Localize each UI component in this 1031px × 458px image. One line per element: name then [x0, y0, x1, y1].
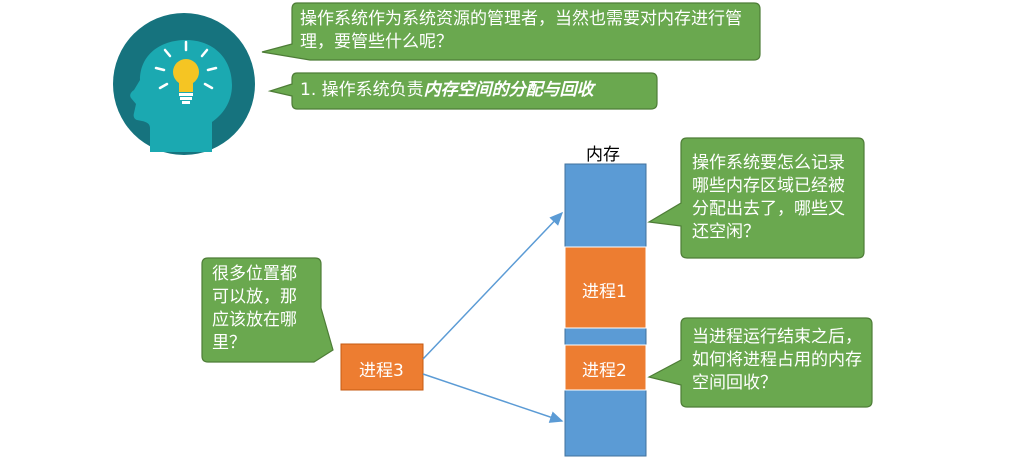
reclaim-text: 当进程运行结束之后，如何将进程占用的内存空间回收？: [692, 327, 862, 393]
point1-emphasis: 内存空间的分配与回收: [423, 80, 594, 100]
process2-label: 进程2: [582, 361, 627, 381]
where-text: 很多位置都可以放，那应该放在哪里？: [212, 264, 297, 353]
lightbulb-head-icon: [113, 13, 255, 155]
process3-label: 进程3: [359, 361, 404, 381]
where-bubble: [201, 257, 334, 363]
question-text: 操作系统作为系统资源的管理者，当然也需要对内存进行管理，要管些什么呢？: [300, 9, 742, 52]
memory-title: 内存: [586, 145, 620, 165]
point1-bubble: [267, 72, 658, 110]
point1-text: 1. 操作系统负责内存空间的分配与回收: [300, 79, 655, 102]
point1-prefix: 1. 操作系统负责: [300, 80, 424, 100]
reclaim-bubble: [647, 317, 873, 408]
process2-block: [564, 344, 647, 391]
record-text: 操作系统要怎么记录哪些内存区域已经被分配出去了，哪些又还空闲？: [692, 153, 845, 242]
process3-block: [340, 343, 424, 391]
arrow-to-bottom: [422, 373, 564, 423]
process1-label: 进程1: [582, 282, 627, 302]
process1-block: [564, 246, 647, 329]
arrow-to-top: [422, 211, 564, 360]
question-bubble: [261, 2, 761, 61]
record-bubble: [647, 137, 865, 259]
